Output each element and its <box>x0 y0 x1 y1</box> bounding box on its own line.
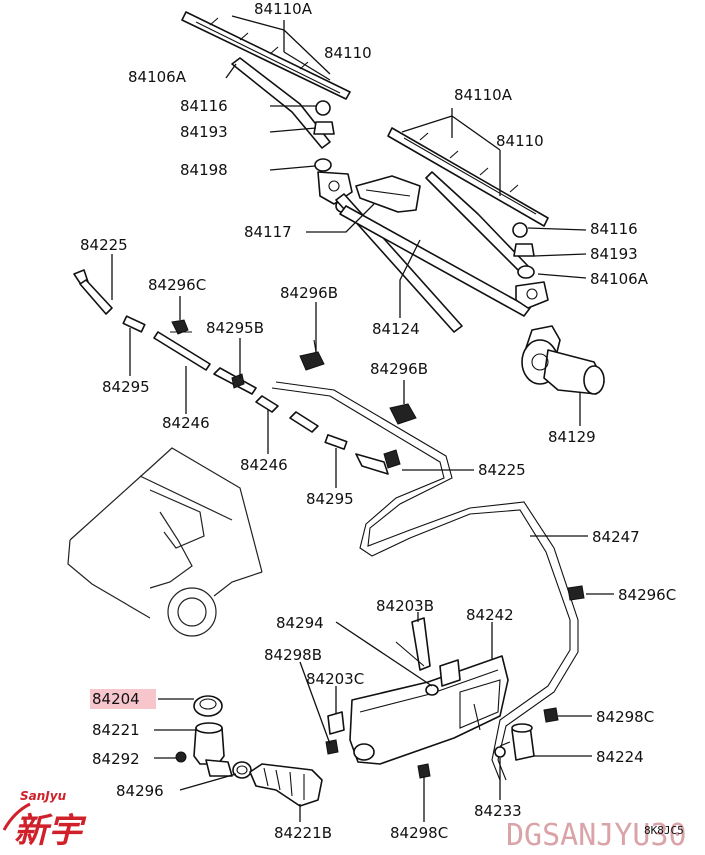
label-84224: 84224 <box>596 748 644 766</box>
clamp-84296 <box>232 761 252 779</box>
left-wiper-arm <box>231 57 331 149</box>
label-84296: 84296 <box>116 782 164 800</box>
part-number-labels: 84110A 84110 84106A 84116 84193 84198 84… <box>80 0 676 842</box>
clip-84296C-right <box>567 585 585 601</box>
bracket-84203C <box>327 711 345 735</box>
label-84106A-left: 84106A <box>128 68 187 86</box>
bolt-84298C-tank <box>417 763 431 779</box>
label-84124: 84124 <box>372 320 420 338</box>
clip-84296B-lower <box>389 403 417 425</box>
label-84203C: 84203C <box>306 670 364 688</box>
left-wiper-blade <box>181 11 351 100</box>
label-84296C-right: 84296C <box>618 586 676 604</box>
label-84292: 84292 <box>92 750 140 768</box>
bolt-84292 <box>175 751 187 763</box>
label-84242: 84242 <box>466 606 514 624</box>
label-84298B: 84298B <box>264 646 322 664</box>
filler-hose-84221B <box>249 763 323 807</box>
label-84204-highlight <box>90 689 156 709</box>
right-wiper-blade <box>387 127 549 227</box>
label-84221: 84221 <box>92 721 140 739</box>
leader-lines <box>111 15 614 822</box>
label-84116-left: 84116 <box>180 97 228 115</box>
filler-neck-84221 <box>193 722 233 777</box>
label-84110-right: 84110 <box>496 132 544 150</box>
label-84298C-right: 84298C <box>596 708 654 726</box>
label-84296B-lower: 84296B <box>370 360 428 378</box>
label-84204: 84204 <box>92 690 140 708</box>
clip-84296C-left <box>170 319 192 335</box>
drawing-code: 8K8JC5 <box>644 824 684 837</box>
label-84295-left: 84295 <box>102 378 150 396</box>
label-84295B: 84295B <box>206 319 264 337</box>
label-84117: 84117 <box>244 223 292 241</box>
label-84110A-right: 84110A <box>454 86 513 104</box>
joint-84295B <box>213 367 257 395</box>
label-84295-lower: 84295 <box>306 490 354 508</box>
hose-84246-lower <box>255 395 319 433</box>
rear-nozzle-84225 <box>73 269 113 315</box>
label-84193-right: 84193 <box>590 245 638 263</box>
label-84298C-lower: 84298C <box>390 824 448 842</box>
label-84110-left: 84110 <box>324 44 372 62</box>
washer-tank-84242 <box>349 655 509 765</box>
brand-latin: SanJyu <box>20 789 67 803</box>
bolt-84298C-right <box>543 707 559 723</box>
vehicle-silhouette <box>67 447 263 637</box>
label-84247: 84247 <box>592 528 640 546</box>
label-84129: 84129 <box>548 428 596 446</box>
label-84233: 84233 <box>474 802 522 820</box>
joint-84295-lower <box>324 434 348 450</box>
label-84294: 84294 <box>276 614 324 632</box>
label-84198: 84198 <box>180 161 228 179</box>
wiper-motor <box>521 325 605 395</box>
label-84203B: 84203B <box>376 597 434 615</box>
label-84246-lower: 84246 <box>240 456 288 474</box>
label-84296C-left: 84296C <box>148 276 206 294</box>
label-84296B-upper: 84296B <box>280 284 338 302</box>
left-arm-fasteners <box>313 100 335 172</box>
grommet-84294 <box>425 684 439 696</box>
label-84193-left: 84193 <box>180 123 228 141</box>
filler-cap-84204 <box>193 695 223 717</box>
brand-logo: SanJyu 新宇 <box>2 789 87 851</box>
right-arm-fasteners <box>512 222 535 279</box>
nozzle-84225-lower <box>355 449 401 475</box>
label-84116-right: 84116 <box>590 220 638 238</box>
bolt-84298B <box>325 739 339 755</box>
clip-84296B-upper <box>299 339 325 371</box>
label-84106A-right: 84106A <box>590 270 649 288</box>
long-washer-hose <box>271 381 579 781</box>
tank-outlet <box>353 743 375 761</box>
joint-84295-left <box>122 315 146 333</box>
label-84225-upper: 84225 <box>80 236 128 254</box>
watermark: DGSANJYU30 <box>506 818 687 853</box>
hose-84246-upper <box>153 331 211 371</box>
brand-swoosh-icon <box>2 802 31 831</box>
cowl-cap-84117 <box>355 175 421 213</box>
label-84246-upper: 84246 <box>162 414 210 432</box>
wiper-linkage <box>335 193 549 333</box>
label-84221B: 84221B <box>274 824 332 842</box>
brand-chinese: 新宇 <box>14 811 87 851</box>
bracket-84203B <box>395 617 431 671</box>
label-84225-lower: 84225 <box>478 461 526 479</box>
grommet-84233 <box>494 746 506 758</box>
label-84110A-left: 84110A <box>254 0 313 18</box>
